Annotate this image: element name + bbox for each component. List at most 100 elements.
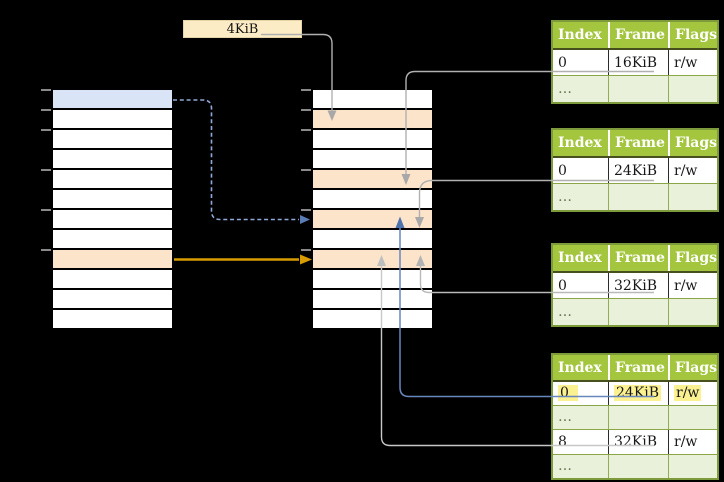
virtual-memory-column <box>53 90 172 330</box>
table-cell: … <box>558 409 572 426</box>
table-cell: 0 <box>558 277 567 294</box>
memory-row-1 <box>53 110 172 130</box>
highlighted-value: 24KiB <box>614 385 662 402</box>
memory-row-2 <box>313 130 432 150</box>
table-cell: … <box>558 458 572 475</box>
memory-row-5 <box>53 190 172 210</box>
table-cell <box>668 184 717 210</box>
address-tick <box>41 249 51 251</box>
table-cell: r/w <box>668 382 717 405</box>
address-tick <box>301 249 311 251</box>
memory-row-11 <box>313 310 432 330</box>
address-tick <box>41 209 51 211</box>
memory-row-0 <box>313 90 432 110</box>
table-cell <box>608 299 668 325</box>
page-size-label: 4KiB <box>226 21 259 37</box>
arrow-orange-virtual-to-physical <box>174 254 312 265</box>
memory-row-3 <box>53 150 172 170</box>
header-cell-index: Index <box>558 135 602 151</box>
header-cell-index: Index <box>558 359 602 376</box>
table-cell: … <box>558 304 572 320</box>
table-row: … <box>553 453 717 478</box>
table-cell: 24KiB <box>608 382 668 405</box>
table-cell <box>668 405 717 429</box>
header-cell-frame: Frame <box>608 22 668 48</box>
table-cell <box>608 184 668 210</box>
address-tick <box>301 169 311 171</box>
address-tick <box>41 89 51 91</box>
memory-row-11 <box>53 310 172 330</box>
memory-row-0 <box>53 90 172 110</box>
table-cell: r/w <box>668 430 717 454</box>
memory-row-10 <box>313 290 432 310</box>
memory-row-2 <box>53 130 172 150</box>
table-cell: 24KiB <box>608 158 668 183</box>
table-row: … <box>553 183 717 210</box>
table-cell: r/w <box>668 273 717 298</box>
header-cell-flags: Flags <box>668 130 717 156</box>
table-cell: r/w <box>668 50 717 75</box>
memory-row-3 <box>313 150 432 170</box>
header-cell-flags: Flags <box>668 355 717 380</box>
address-tick <box>41 129 51 131</box>
table-cell: 32KiB <box>608 430 668 454</box>
highlighted-value: r/w <box>674 385 702 402</box>
table-cell: … <box>558 81 572 97</box>
header-cell-frame: Frame <box>608 130 668 156</box>
address-tick <box>41 169 51 171</box>
table-cell: … <box>558 189 572 205</box>
table-row: … <box>553 75 717 102</box>
highlighted-value: 0 <box>558 385 578 402</box>
table-cell <box>608 454 668 478</box>
table-cell: 16KiB <box>608 50 668 75</box>
memory-row-8 <box>313 250 432 270</box>
address-tick <box>301 209 311 211</box>
header-cell-index: Index <box>558 27 602 43</box>
table-cell <box>608 76 668 102</box>
table-cell: 32KiB <box>608 273 668 298</box>
header-cell-flags: Flags <box>668 22 717 48</box>
table-cell: 0 <box>558 54 567 71</box>
table-cell: 0 <box>558 162 567 179</box>
arrow-dashed-virtual-to-physical <box>173 99 310 224</box>
page-size-label-box: 4KiB <box>183 20 302 38</box>
memory-row-9 <box>53 270 172 290</box>
address-tick <box>41 109 51 111</box>
memory-row-1 <box>313 110 432 130</box>
address-tick <box>301 89 311 91</box>
memory-row-9 <box>313 270 432 290</box>
table-cell: 8 <box>558 433 567 450</box>
memory-row-6 <box>53 210 172 230</box>
table-row: … <box>553 298 717 325</box>
header-cell-frame: Frame <box>608 245 668 271</box>
table-cell <box>668 454 717 478</box>
physical-memory-column <box>313 90 432 330</box>
address-tick <box>301 109 311 111</box>
memory-row-6 <box>313 210 432 230</box>
table-row: 0 24KiB r/w <box>553 380 717 405</box>
memory-row-5 <box>313 190 432 210</box>
header-cell-flags: Flags <box>668 245 717 271</box>
table-row: … <box>553 404 717 429</box>
table-cell: 0 <box>553 382 608 405</box>
memory-row-7 <box>313 230 432 250</box>
table-cell <box>608 405 668 429</box>
memory-row-4 <box>313 170 432 190</box>
address-tick <box>301 129 311 131</box>
table-cell <box>668 299 717 325</box>
memory-row-8 <box>53 250 172 270</box>
header-cell-frame: Frame <box>608 355 668 380</box>
